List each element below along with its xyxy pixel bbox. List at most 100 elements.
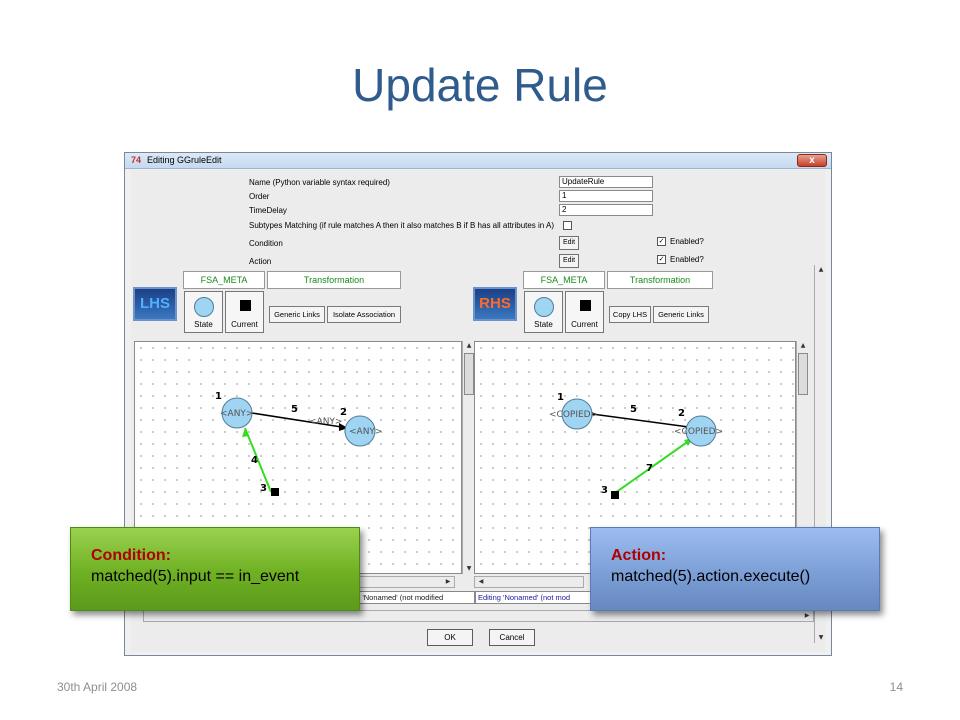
condition-enabled-checkbox[interactable]: ✓ [657, 237, 666, 246]
lhs-node2-label-b: <ANY> [349, 427, 382, 437]
footer-date: 30th April 2008 [57, 680, 138, 694]
timedelay-field[interactable]: 2 [559, 204, 653, 216]
rhs-current-node-3[interactable] [611, 491, 619, 499]
rhs-copy-lhs-button[interactable]: Copy LHS [609, 306, 651, 323]
window-scroll-down-icon[interactable]: ▼ [818, 634, 824, 641]
lhs-generic-links-button[interactable]: Generic Links [269, 306, 325, 323]
lhs-num-1: 1 [215, 391, 222, 402]
rhs-node2-label: <COPIED> [674, 427, 723, 437]
action-enabled-label: Enabled? [670, 255, 704, 264]
rhs-scroll-thumb[interactable] [798, 353, 808, 395]
lhs-state-node-2[interactable] [344, 415, 376, 447]
rhs-state-button[interactable]: State [524, 291, 563, 333]
action-edit-button[interactable]: Edit [559, 254, 579, 268]
current-icon [580, 300, 591, 311]
lhs-current-label: Current [231, 320, 258, 329]
window-titlebar: 74 Editing GGruleEdit x [125, 153, 831, 169]
rhs-num-7: 7 [646, 463, 653, 474]
lhs-current-node-3[interactable] [271, 488, 279, 496]
lhs-arrow-5 [339, 423, 348, 431]
state-icon [194, 297, 214, 317]
lhs-state-node-1[interactable] [221, 397, 253, 429]
condition-label: Condition [249, 239, 283, 248]
lhs-num-2: 2 [340, 407, 347, 418]
action-callout: Action: matched(5).action.execute() [590, 527, 880, 611]
cancel-button[interactable]: Cancel [489, 629, 535, 646]
lhs-arrow-4 [242, 428, 249, 437]
lhs-isolate-association-button[interactable]: Isolate Association [327, 306, 401, 323]
action-enabled-checkbox[interactable]: ✓ [657, 255, 666, 264]
rhs-num-3: 3 [601, 485, 608, 496]
order-field[interactable]: 1 [559, 190, 653, 202]
lhs-link-4 [244, 427, 272, 493]
lhs-logo-text: LHS [140, 295, 170, 312]
rhs-num-5: 5 [630, 404, 637, 415]
lhs-node1-label: <ANY> [220, 409, 253, 419]
window-title: Editing GGruleEdit [147, 155, 222, 165]
condition-enabled-label: Enabled? [670, 237, 704, 246]
subtypes-checkbox[interactable] [563, 221, 572, 230]
close-button[interactable]: x [797, 154, 827, 167]
lhs-state-button[interactable]: State [184, 291, 223, 333]
action-callout-text: matched(5).action.execute() [611, 568, 811, 585]
page-number: 14 [889, 680, 903, 694]
ok-button[interactable]: OK [427, 629, 473, 646]
rhs-generic-links-button[interactable]: Generic Links [653, 306, 709, 323]
rhs-horizontal-scrollbar[interactable]: ◀ [474, 576, 584, 588]
window-scroll-right-icon[interactable]: ▶ [804, 612, 810, 619]
condition-callout-text: matched(5).input == in_event [91, 568, 300, 585]
rhs-vertical-scrollbar[interactable]: ▲ ▼ [796, 341, 808, 574]
app-icon: 74 [131, 155, 142, 165]
lhs-scroll-up-icon[interactable]: ▲ [466, 342, 472, 349]
lhs-transformation-tab[interactable]: Transformation [267, 271, 401, 289]
lhs-status-text: n. 'Nonamed' (not modified [351, 591, 475, 604]
rhs-logo: RHS [473, 287, 517, 321]
slide-title: Update Rule [352, 59, 608, 111]
name-field[interactable]: UpdateRule [559, 176, 653, 188]
lhs-state-label: State [194, 320, 213, 329]
lhs-scroll-thumb[interactable] [464, 353, 474, 395]
condition-edit-button[interactable]: Edit [559, 236, 579, 250]
lhs-num-4: 4 [251, 455, 258, 466]
rhs-num-1: 1 [557, 392, 564, 403]
rhs-status-text: Editing 'Nonamed' (not mod [475, 591, 597, 604]
current-icon [240, 300, 251, 311]
action-callout-heading: Action: [611, 547, 667, 564]
rhs-state-node-2[interactable] [685, 415, 717, 447]
rhs-scroll-left-icon[interactable]: ◀ [478, 578, 484, 585]
condition-callout: Condition: matched(5).input == in_event [70, 527, 360, 611]
lhs-scroll-down-icon[interactable]: ▼ [466, 565, 472, 572]
rhs-transformation-tab[interactable]: Transformation [607, 271, 713, 289]
lhs-link-5 [251, 412, 349, 429]
rhs-current-button[interactable]: Current [565, 291, 604, 333]
rhs-current-label: Current [571, 320, 598, 329]
rhs-meta-tab[interactable]: FSA_META [523, 271, 605, 289]
lhs-graph: <ANY> <ANY> <ANY> 1 2 3 4 5 [215, 391, 382, 496]
rhs-node1-label: <COPIED> [549, 410, 598, 420]
rhs-num-2: 2 [678, 408, 685, 419]
lhs-num-5: 5 [291, 404, 298, 415]
lhs-logo: LHS [133, 287, 177, 321]
lhs-current-button[interactable]: Current [225, 291, 264, 333]
window-scroll-up-icon[interactable]: ▲ [818, 266, 824, 273]
lhs-horizontal-scrollbar[interactable]: ▶ [351, 576, 455, 588]
lhs-num-3: 3 [260, 483, 267, 494]
rhs-logo-text: RHS [479, 295, 511, 312]
lhs-vertical-scrollbar[interactable]: ▲ ▼ [462, 341, 474, 574]
lhs-scroll-right-icon[interactable]: ▶ [445, 578, 451, 585]
lhs-node2-label-a: <ANY> [309, 417, 342, 427]
rhs-graph: <COPIED> <COPIED> 1 2 3 5 7 [549, 392, 723, 499]
state-icon [534, 297, 554, 317]
rhs-scroll-up-icon[interactable]: ▲ [800, 342, 806, 349]
condition-callout-heading: Condition: [91, 547, 171, 564]
subtypes-label: Subtypes Matching (if rule matches A the… [249, 221, 555, 230]
rhs-state-label: State [534, 320, 553, 329]
action-label: Action [249, 257, 272, 266]
order-label: Order [249, 192, 270, 201]
name-label: Name (Python variable syntax required) [249, 178, 390, 187]
lhs-meta-tab[interactable]: FSA_META [183, 271, 265, 289]
rhs-link-7 [614, 437, 694, 494]
rhs-state-node-1[interactable] [561, 398, 593, 430]
window-horizontal-scrollbar[interactable]: ▶ [143, 610, 814, 622]
